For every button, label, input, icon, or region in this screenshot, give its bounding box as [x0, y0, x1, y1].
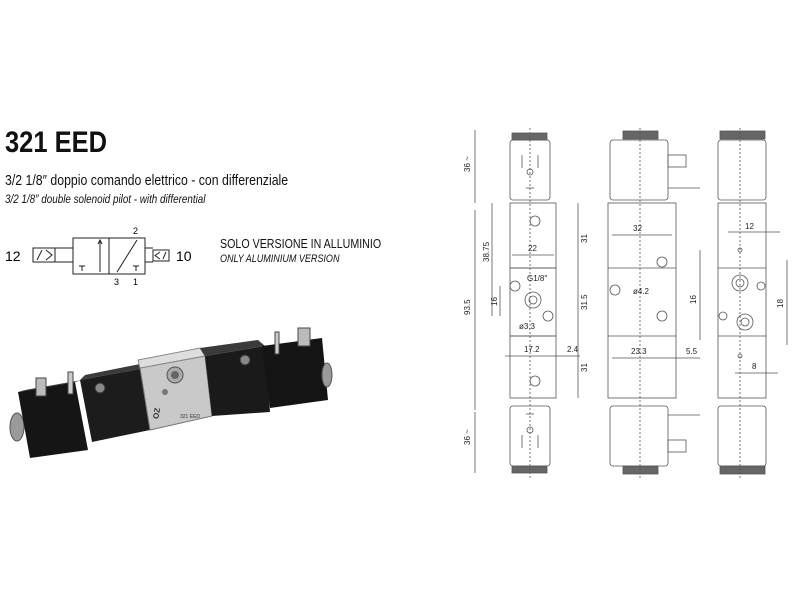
dim-lower-block: 31: [580, 363, 589, 372]
hole-dia-4-2: ø4.2: [633, 287, 650, 296]
dim-2-4: 2.4: [567, 345, 579, 354]
hole-dia-3-3: ø3.3: [519, 322, 536, 331]
dim-17-2: 17.2: [524, 345, 540, 354]
dim-5-5: 5.5: [686, 347, 698, 356]
port-12-label: 12: [5, 248, 21, 264]
technical-drawing: 36 ~ 93.5 36 ~ 38.75 16 22 31 31.5 31 G1…: [463, 128, 788, 478]
port-2-label: 2: [133, 226, 138, 236]
product-code: 321 EED: [5, 126, 108, 159]
dim-total-height: 93.5: [463, 299, 472, 315]
dim-side-16: 16: [689, 295, 698, 304]
dim-back-8: 8: [752, 362, 757, 371]
dim-coil-top: 36 ~: [463, 156, 472, 172]
photo-label-code: 321 EED: [180, 414, 200, 420]
dim-23-3: 23.3: [631, 347, 647, 356]
dim-hole-spacing: 16: [490, 297, 499, 306]
dim-coil-bottom: 36 ~: [463, 429, 472, 445]
description-italian: 3/2 1/8″ doppio comando elettrico - con …: [5, 172, 289, 189]
port-3-label: 3: [114, 277, 119, 287]
dim-upper-offset: 38.75: [482, 241, 491, 262]
dim-back-12: 12: [745, 222, 754, 231]
valve-symbol: 12 10 2 3 1: [5, 226, 192, 287]
port-thread: G1/8″: [527, 274, 547, 283]
dim-width-32: 32: [633, 224, 642, 233]
dim-center-block: 31.5: [580, 294, 589, 310]
dim-upper-block: 31: [580, 234, 589, 243]
brand-mark: OZ: [151, 407, 162, 420]
dim-width-22: 22: [528, 244, 537, 253]
port-10-label: 10: [176, 248, 192, 264]
description-english: 3/2 1/8″ double solenoid pilot - with di…: [5, 192, 206, 206]
version-italian: SOLO VERSIONE IN ALLUMINIO: [220, 236, 382, 251]
version-english: ONLY ALUMINIUM VERSION: [220, 253, 340, 265]
dim-back-18: 18: [776, 299, 785, 308]
port-1-label: 1: [133, 277, 138, 287]
product-photo: OZ 321 EED: [9, 327, 333, 458]
